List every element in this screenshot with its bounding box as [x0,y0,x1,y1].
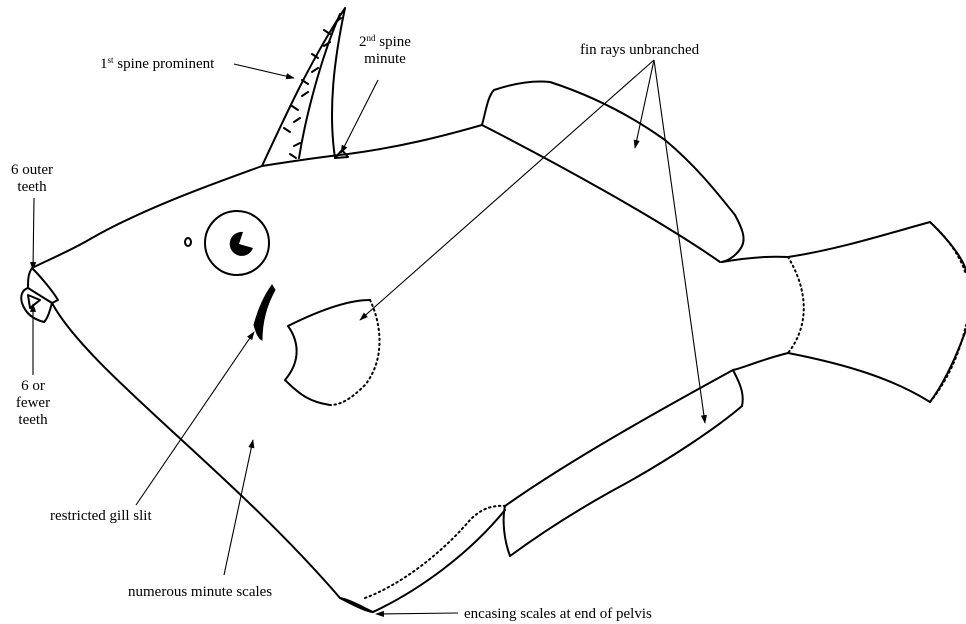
spine1-arrow [234,64,294,78]
gill-slit [254,285,275,340]
fin-rays-arrow-3 [654,60,705,423]
fin-rays-arrow-1 [360,60,654,320]
caudal-fin [788,222,966,402]
pelvic-scales [340,598,373,612]
anal-fin [504,370,743,556]
label-pelvis: encasing scales at end of pelvis [464,606,652,623]
scales-arrow [224,440,253,575]
nostril [185,238,191,246]
soft-dorsal-fin [482,81,744,262]
outer-teeth-arrow [33,198,34,270]
pectoral-fin [285,300,370,405]
label-spine1: 1st spine prominent [100,56,214,73]
pelvis-arrow [376,613,458,614]
label-gill-slit: restricted gill slit [50,508,152,525]
label-scales: numerous minute scales [128,584,272,601]
fish-body-outline [32,125,788,612]
spine2-arrow [341,80,378,153]
fin-rays-arrow-2 [635,60,654,148]
pupil [230,232,253,256]
label-fin-rays: fin rays unbranched [580,42,699,59]
ventral-flap [365,506,505,598]
gill-slit-arrow [136,332,254,505]
